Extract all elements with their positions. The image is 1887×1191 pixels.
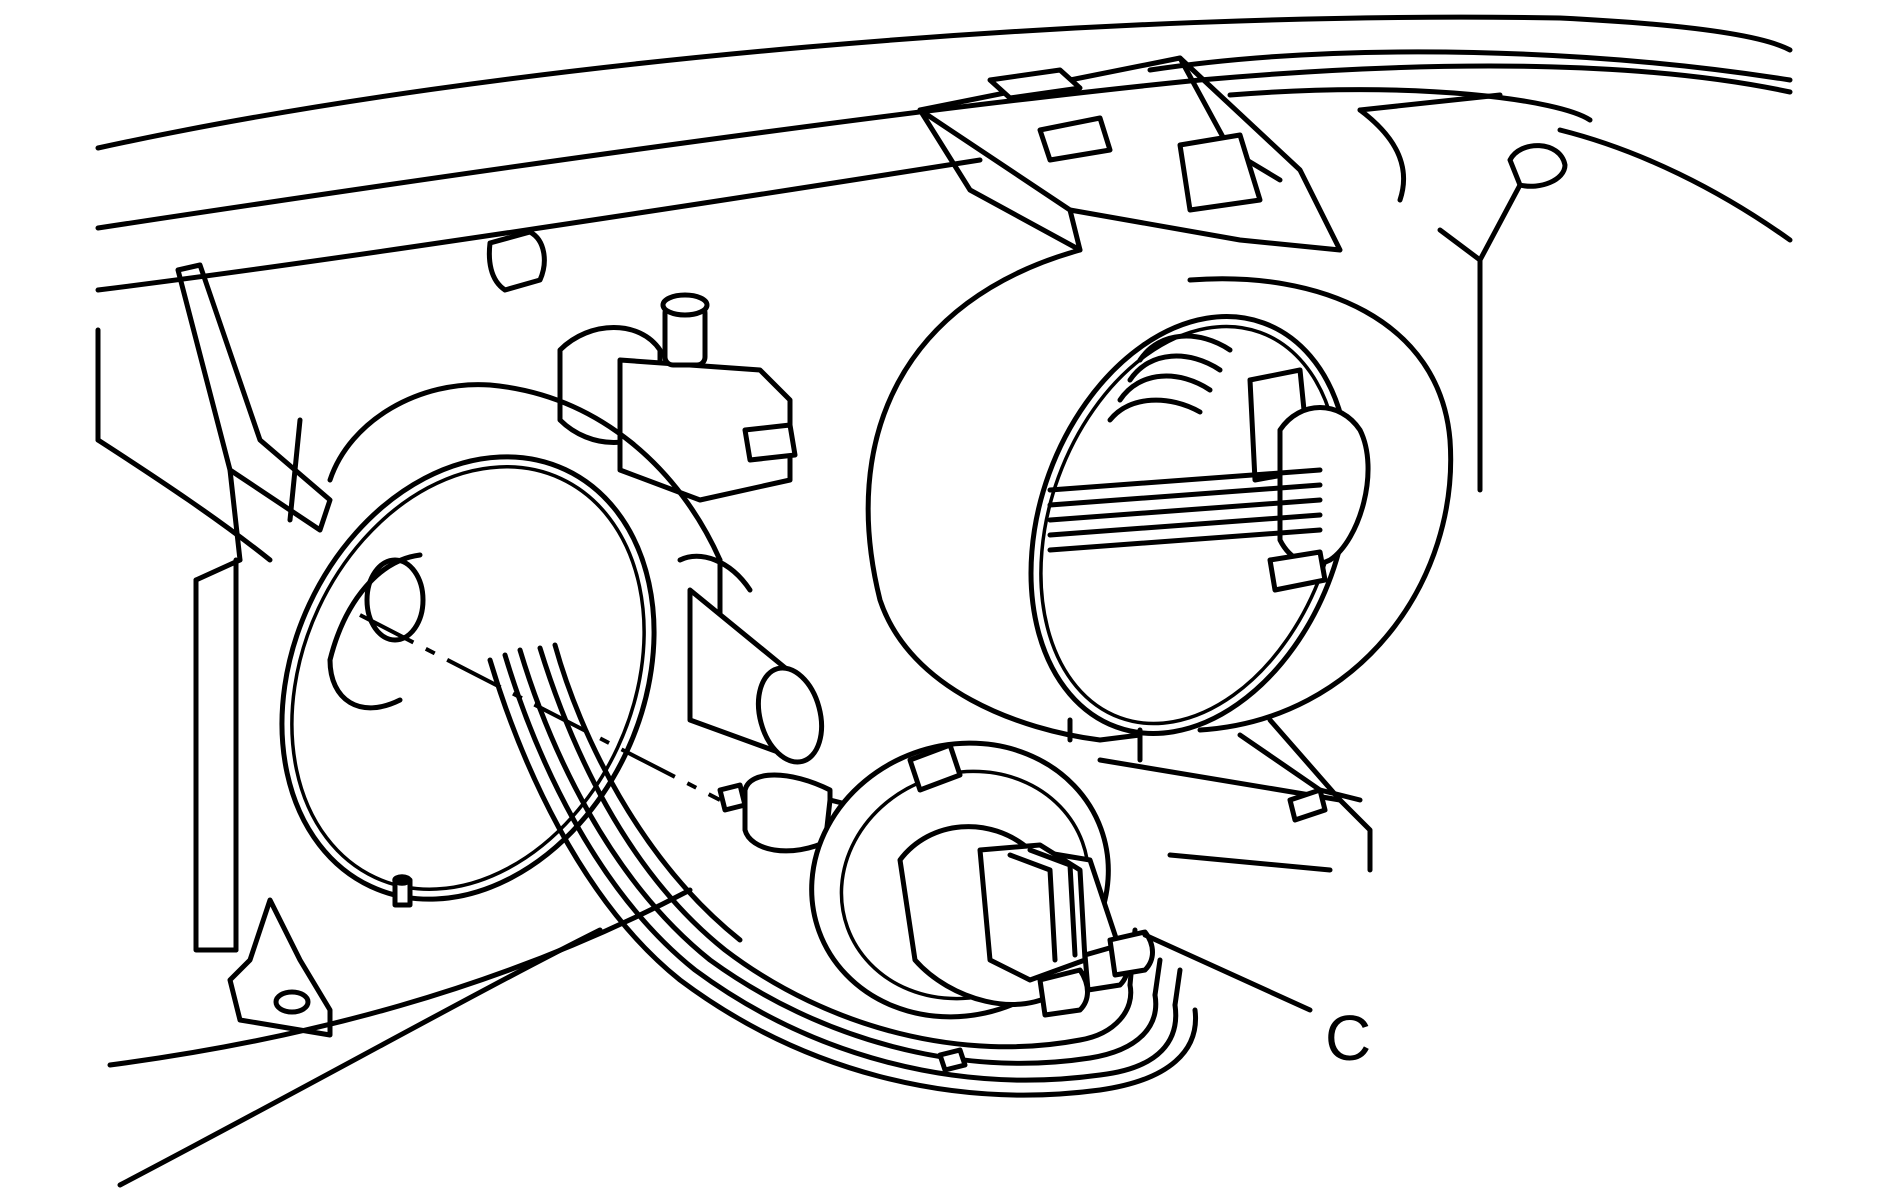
bulb-and-socket-assembly [717, 740, 1155, 1073]
headlamp-housing-outline [95, 14, 1793, 1188]
pivot-cylinder [677, 553, 825, 765]
right-mounting-bracket [917, 55, 1503, 253]
headlamp-leveling-actuator [557, 292, 798, 503]
callout-c: C [1142, 932, 1371, 1074]
side-marker-lamp [1437, 143, 1568, 493]
housing-clip-top [486, 229, 547, 293]
left-mounting-bracket [175, 262, 333, 1038]
high-beam-reflector [865, 247, 1454, 803]
lower-mounting-tab [1067, 717, 1373, 873]
callout-c-label: C [1325, 1002, 1371, 1074]
installed-bulb-socket [1047, 333, 1371, 593]
wiring-harness [487, 642, 1199, 1098]
